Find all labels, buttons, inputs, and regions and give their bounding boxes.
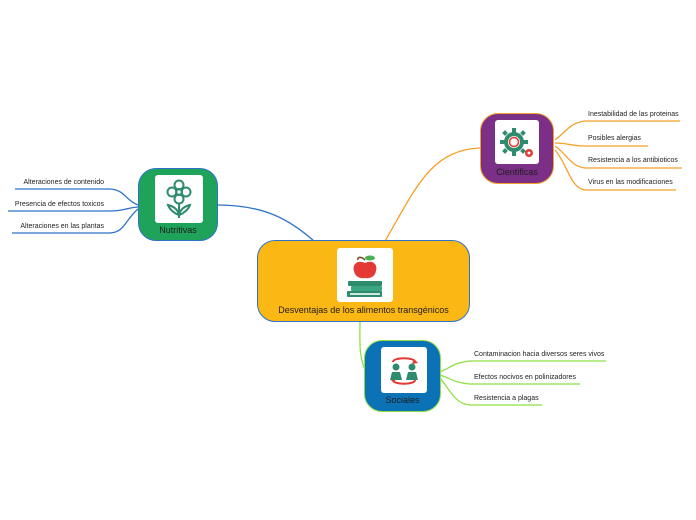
apple-books-icon	[347, 255, 382, 297]
link-sociales-leaf-2	[439, 374, 580, 385]
cientificas-leaf-2[interactable]: Posibles alergias	[588, 135, 641, 142]
branch-sociales[interactable]: Sociales	[364, 340, 441, 412]
link-cientificas-leaf-4	[554, 149, 676, 191]
gears-icon	[500, 128, 533, 157]
sociales-leaf-3[interactable]: Resistencia a plagas	[474, 395, 539, 402]
cientificas-icon-tile	[495, 120, 539, 164]
central-icon-tile	[337, 248, 393, 302]
link-nutritivas-leaf-2	[8, 206, 139, 212]
central-label: Desventajas de los alimentos transgénico…	[278, 305, 449, 315]
cientificas-leaf-4[interactable]: Virus en las modificaciones	[588, 179, 673, 186]
sociales-icon-tile	[381, 347, 427, 393]
link-cientificas-leaf-3	[554, 145, 682, 169]
branch-nutritivas[interactable]: Nutritivas	[138, 168, 218, 241]
nutritivas-leaf-1[interactable]: Alteraciones de contenido	[23, 179, 104, 186]
cientificas-leaf-3[interactable]: Resistencia a los antibioticos	[588, 157, 678, 164]
central-topic[interactable]: Desventajas de los alimentos transgénico…	[257, 240, 470, 322]
branch-cientificas[interactable]: Cientificas	[480, 113, 554, 184]
link-central-nutritivas	[216, 204, 315, 242]
link-sociales-leaf-3	[439, 377, 542, 406]
sociales-label: Sociales	[385, 395, 420, 405]
flower-icon	[166, 179, 192, 218]
nutritivas-leaf-2[interactable]: Presencia de efectos toxicos	[14, 201, 104, 208]
link-central-cientificas	[384, 147, 481, 242]
people-exchange-icon	[390, 357, 418, 385]
link-cientificas-leaf-1	[554, 120, 680, 141]
nutritivas-leaf-3[interactable]: Alteraciones en las plantas	[20, 223, 104, 230]
nutritivas-label: Nutritivas	[159, 225, 197, 235]
sociales-leaf-1[interactable]: Contaminacion hacia diversos seres vivos	[474, 351, 605, 358]
cientificas-leaf-1[interactable]: Inestabilidad de las proteinas	[588, 111, 679, 118]
nutritivas-icon-tile	[155, 175, 203, 223]
link-sociales-leaf-1	[439, 360, 606, 373]
cientificas-label: Cientificas	[496, 167, 538, 177]
sociales-leaf-2[interactable]: Efectos nocivos en polinizadores	[474, 374, 576, 381]
link-nutritivas-leaf-3	[12, 208, 139, 234]
link-cientificas-leaf-2	[554, 142, 648, 147]
link-nutritivas-leaf-1	[15, 188, 139, 206]
